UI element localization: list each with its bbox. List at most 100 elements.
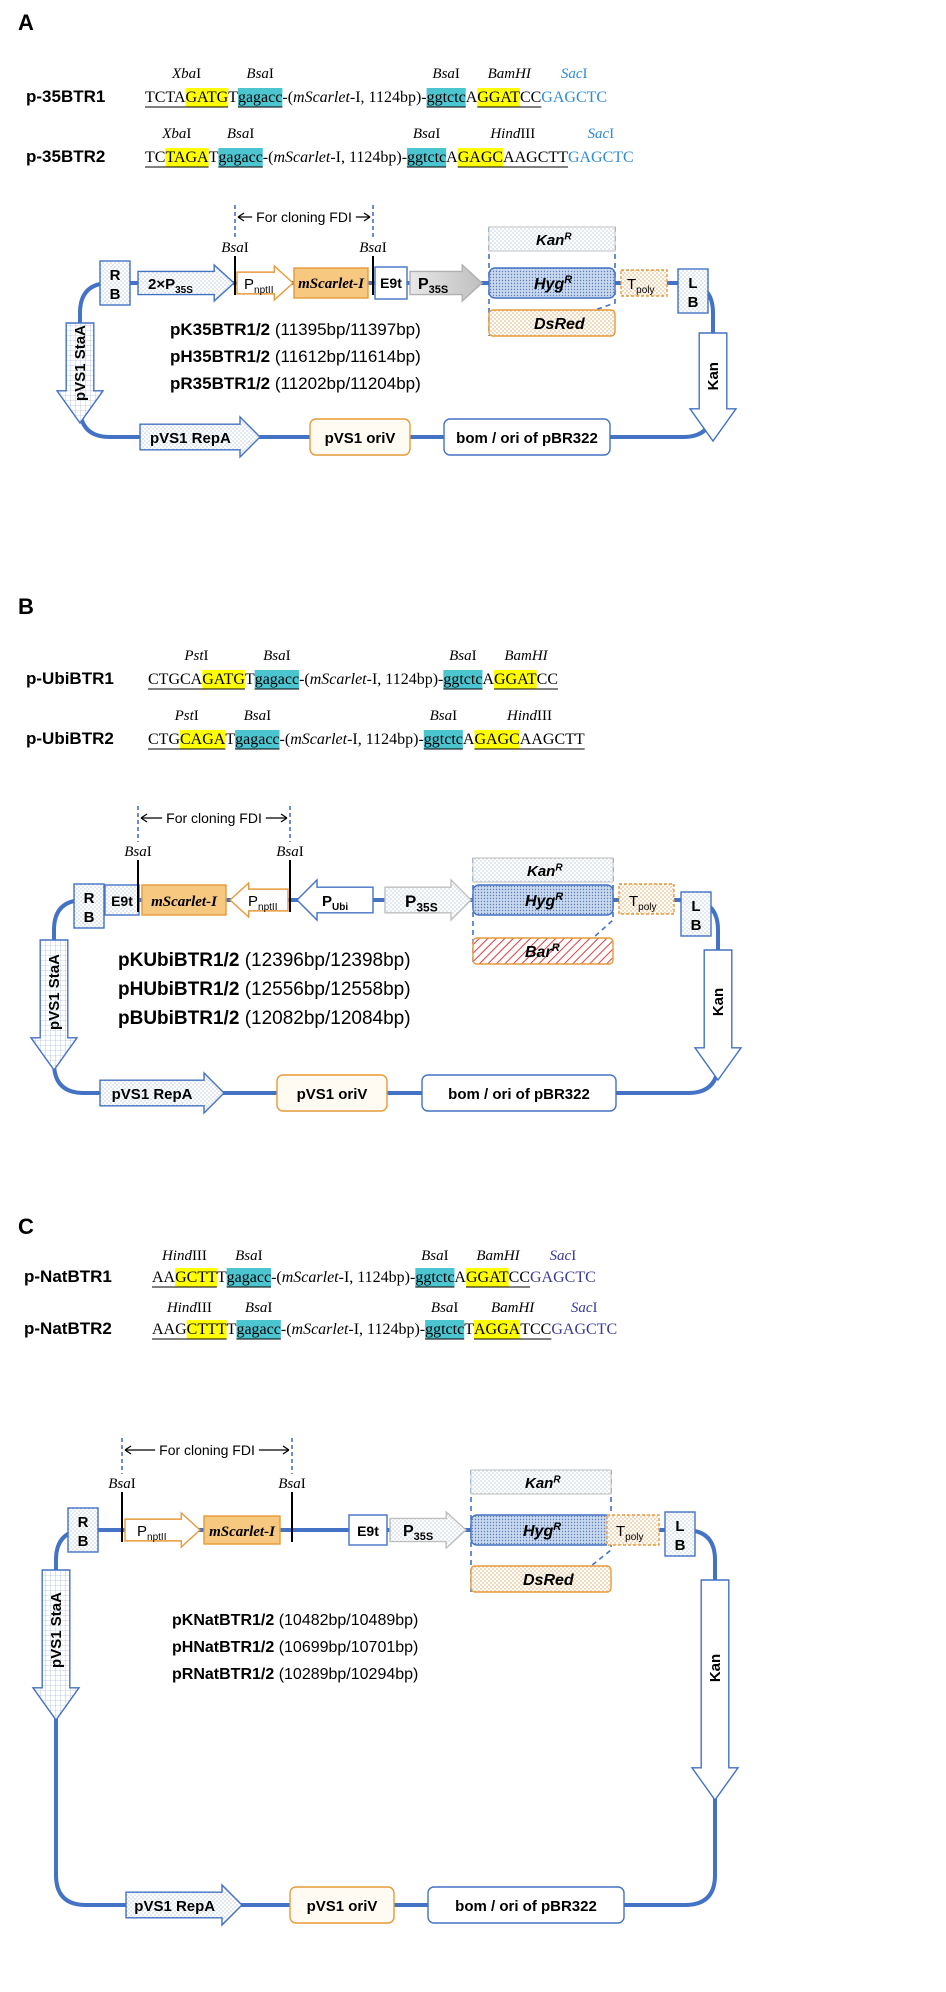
pvs1-repa-arrow xyxy=(125,1883,243,1927)
border-label: R xyxy=(110,267,121,284)
pvs1-staa-label: pVS1 StaA xyxy=(48,1592,65,1668)
pvs1-staa-arrow xyxy=(31,1569,81,1722)
sequence-insert: -(mScarlet-I, 1124bp)- xyxy=(271,1269,415,1286)
marker-bottom-label: BarR xyxy=(525,942,560,961)
pvs1-repa-arrow xyxy=(99,1071,225,1115)
sequence-segment: GAGC xyxy=(458,149,503,166)
restriction-site-label: PstI xyxy=(183,648,208,664)
restriction-site-label: BsaI xyxy=(449,648,477,664)
restriction-site-label: BsaI xyxy=(421,1248,449,1264)
border-label: L xyxy=(675,1518,684,1535)
kanr-box xyxy=(472,857,614,883)
restriction-site-label: SacI xyxy=(571,1300,598,1316)
restriction-site-label: HindIII xyxy=(161,1248,207,1264)
border-label: L xyxy=(691,898,700,915)
promoter-nptii-arrow xyxy=(124,1511,202,1549)
highlight xyxy=(180,730,226,749)
bsai-label: BsaI xyxy=(221,240,249,256)
restriction-site-label: XbaI xyxy=(171,66,201,82)
border-label: B xyxy=(691,917,702,934)
construct-name: p-NatBTR1 xyxy=(24,1267,112,1286)
cloning-label: For cloning FDI xyxy=(159,1442,255,1458)
sequence-segment: A xyxy=(482,671,494,688)
highlight xyxy=(236,1320,281,1339)
cloning-arrow-right xyxy=(258,1445,290,1455)
sequence-segment: CC xyxy=(509,1269,530,1286)
mscarlet-box xyxy=(203,1515,281,1545)
sequence-segment: GGAT xyxy=(477,89,520,106)
construct-name: p-35BTR1 xyxy=(26,87,105,106)
plasmid-entry: pKUbiBTR1/2 (12396bp/12398bp) xyxy=(118,950,411,971)
bom-ori-box xyxy=(421,1074,617,1112)
sequence-segment: CC xyxy=(537,671,558,688)
promoter-35s-label: P35S xyxy=(418,276,448,296)
restriction-site-label: BsaI xyxy=(244,708,272,724)
plasmid-backbone xyxy=(78,281,715,439)
restriction-site-label: BsaI xyxy=(263,648,291,664)
hygr-label: HygR xyxy=(523,1521,561,1540)
sequence-segment: AAG xyxy=(152,1321,187,1338)
cloning-arrow-right xyxy=(265,813,288,823)
sequence-segment: AA xyxy=(152,1269,176,1286)
cloning-arrow-right xyxy=(355,212,371,222)
border-label: R xyxy=(78,1514,89,1531)
restriction-site-label: BamHI xyxy=(491,1300,535,1316)
highlight xyxy=(474,730,520,749)
panel-letter-a: A xyxy=(18,10,34,35)
hygr-label: HygR xyxy=(525,891,563,910)
sequence-segment: GATG xyxy=(202,671,245,688)
highlight xyxy=(165,148,209,167)
sequence-segment: T xyxy=(464,1321,474,1338)
sequence-segment: A xyxy=(454,1269,466,1286)
rb-box xyxy=(67,1507,99,1553)
kan-arrow xyxy=(693,949,743,1082)
sequence-segment: gagacc xyxy=(227,1269,271,1286)
bom-ori-label: bom / ori of pBR322 xyxy=(448,1086,590,1103)
bsai-label: BsaI xyxy=(124,844,152,860)
restriction-site-label: BsaI xyxy=(245,1300,273,1316)
mscarlet-label: mScarlet-I xyxy=(298,276,365,292)
sequence-segment: T xyxy=(245,671,255,688)
sequence-insert: -(mScarlet-I, 1124bp)- xyxy=(280,731,424,748)
sequence-segment: GAGCTC xyxy=(530,1269,596,1286)
sequence-segment: GAGCTC xyxy=(541,89,607,106)
sequence-segment: TAGA xyxy=(165,149,209,166)
e9t-label: E9t xyxy=(357,1523,379,1539)
restriction-site-label: HindIII xyxy=(166,1300,212,1316)
construct-name: p-UbiBTR2 xyxy=(26,729,114,748)
mscarlet-label: mScarlet-I xyxy=(209,1524,276,1540)
restriction-site-label: BsaI xyxy=(432,66,460,82)
highlight xyxy=(477,88,520,107)
highlight xyxy=(473,1320,521,1339)
restriction-site-label: BsaI xyxy=(227,126,255,142)
cloning-arrow-left xyxy=(124,1445,156,1455)
sequence-insert: -(mScarlet-I, 1124bp)- xyxy=(281,1321,425,1338)
mscarlet-box xyxy=(293,267,369,299)
restriction-site-label: SacI xyxy=(550,1248,577,1264)
bsai-label: BsaI xyxy=(359,240,387,256)
sequence-segment: gagacc xyxy=(236,1321,280,1338)
restriction-site-label: SacI xyxy=(587,126,614,142)
promoter-35s-arrow xyxy=(389,1510,468,1550)
plasmid-entry: pR35BTR1/2 (11202bp/11204bp) xyxy=(170,374,421,393)
bom-ori-box xyxy=(427,1886,625,1924)
marker-bottom-label: DsRed xyxy=(523,1572,575,1589)
promoter-35s-label: P35S xyxy=(403,1523,433,1543)
highlight xyxy=(202,670,245,689)
mscarlet-box xyxy=(141,884,227,916)
promoter-nptii-arrow xyxy=(236,264,295,302)
promoter-35s-label: P35S xyxy=(405,892,438,914)
restriction-site-label: BsaI xyxy=(246,66,274,82)
pvs1-staa-label: pVS1 StaA xyxy=(72,325,89,401)
rb-box xyxy=(73,883,105,929)
e9t-box xyxy=(348,1514,388,1546)
sequence-segment: T xyxy=(209,149,219,166)
panel-letter-b: B xyxy=(18,594,34,619)
pvs1-oriv-box xyxy=(309,418,411,456)
pvs1-oriv-box xyxy=(289,1886,395,1924)
cloning-arrow-left xyxy=(237,212,253,222)
sequence-segment: gagacc xyxy=(235,731,279,748)
restriction-site-label: BsaI xyxy=(413,126,441,142)
highlight xyxy=(237,88,283,107)
highlight xyxy=(443,670,483,689)
